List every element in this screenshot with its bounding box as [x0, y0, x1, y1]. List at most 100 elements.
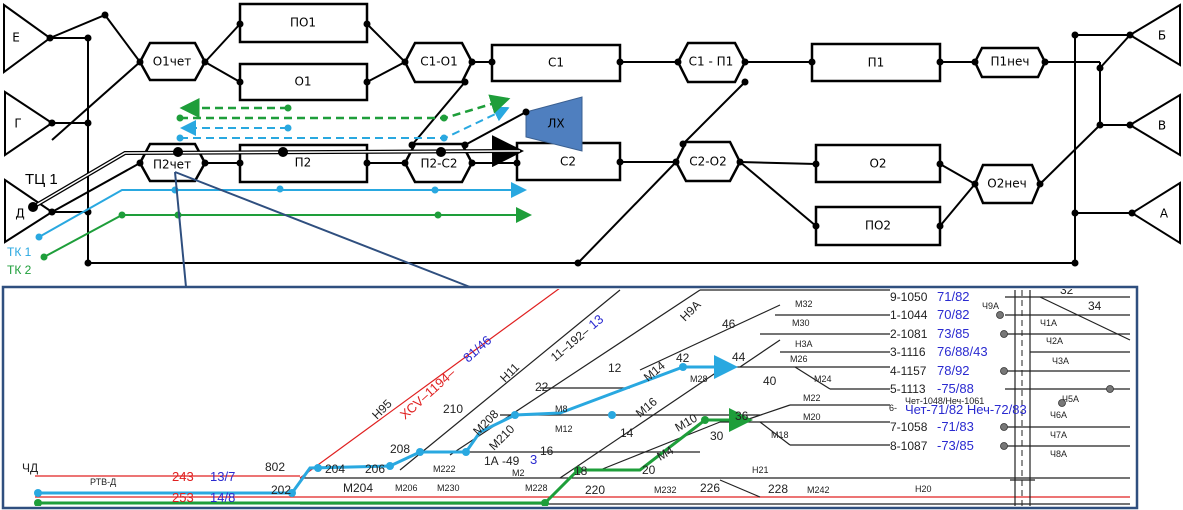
label: М206 [395, 483, 418, 493]
label: О2 [869, 157, 886, 171]
label: 30 [710, 429, 724, 443]
junction-dots [46, 11, 1136, 267]
neck-c2o2[interactable]: С2-О2 [674, 140, 742, 183]
track-row: 2-1081 73/85 [890, 326, 970, 341]
label: 73/85 [937, 326, 970, 341]
label: РТВ-Д [90, 477, 116, 487]
label: М222 [433, 464, 456, 474]
box-c1[interactable]: С1 [490, 43, 622, 83]
park-e[interactable]: Е [3, 3, 52, 74]
label: М232 [654, 485, 677, 495]
label: Ч3А [1052, 356, 1069, 366]
label: 16 [540, 444, 554, 458]
box-o2[interactable]: О2 [814, 143, 942, 184]
label: 208 [390, 442, 410, 456]
route-tk1[interactable]: ТК 1 [7, 106, 527, 259]
label: 7-1058 [890, 420, 928, 434]
label: М230 [437, 483, 460, 493]
label: -73/85 [937, 438, 974, 453]
label: 1А -49 [484, 454, 520, 468]
track-row: 8-1087-73/85 [890, 438, 974, 453]
label: Н20 [915, 484, 932, 494]
label: 12 [608, 361, 622, 375]
label: 6- [889, 403, 897, 413]
label: 14 [620, 426, 634, 440]
neck-o1chet[interactable]: О1чет [138, 41, 207, 82]
label: 253 [172, 490, 194, 505]
label: 32 [1060, 283, 1074, 297]
box-p1[interactable]: П1 [810, 42, 942, 83]
label: Д [15, 207, 24, 221]
neck-o2nech[interactable]: О2неч [973, 163, 1042, 205]
label: М2 [512, 468, 525, 478]
label: М228 [525, 483, 548, 493]
label: Чет-71/82 Неч-72/83 [905, 402, 1027, 417]
label: М26 [790, 354, 808, 364]
neck-c1p1[interactable]: С1 - П1 [676, 41, 747, 84]
label: 78/92 [937, 363, 970, 378]
label: 1-1044 [890, 308, 928, 322]
label: 226 [700, 481, 720, 495]
route-tk2[interactable]: ТК 2 [7, 94, 532, 277]
connections [49, 13, 1132, 264]
park-d[interactable]: Д [4, 178, 54, 244]
label: 20 [642, 463, 656, 477]
label: 2-1081 [890, 327, 928, 341]
label: В [1158, 119, 1166, 133]
park-b[interactable]: Б [1128, 3, 1181, 67]
label: С2 [560, 155, 576, 169]
label: Ч8А [1050, 449, 1067, 459]
label: П1неч [991, 55, 1030, 69]
label: 76/88/43 [937, 344, 988, 359]
tc1-label: ТЦ 1 [25, 171, 58, 188]
label: М204 [343, 481, 373, 495]
callout-lines [174, 171, 471, 288]
label: 210 [443, 402, 463, 416]
park-a[interactable]: А [1130, 181, 1181, 245]
box-po1[interactable]: ПО1 [238, 2, 369, 44]
label: Ч1А [1040, 318, 1057, 328]
label: 36 [735, 409, 749, 423]
label: ПО1 [290, 16, 316, 30]
track-row: 7-1058 -71/83 [890, 419, 974, 434]
label: Е [12, 31, 20, 45]
label: 42 [676, 351, 690, 365]
label: М22 [803, 393, 821, 403]
label: ЧД [22, 461, 38, 475]
neck-p1nech[interactable]: П1неч [973, 46, 1047, 79]
label: 22 [535, 380, 549, 394]
label: 13/7 [210, 469, 235, 484]
label: Ч6А [1050, 410, 1067, 420]
lh-block[interactable]: ЛХ [525, 96, 583, 152]
label: П2-С2 [420, 157, 457, 171]
box-po2[interactable]: ПО2 [814, 205, 942, 247]
label: М32 [795, 299, 813, 309]
park-g[interactable]: Г [4, 90, 54, 157]
neck-c1o1[interactable]: С1-О1 [403, 41, 474, 84]
tk2-label: ТК 2 [7, 263, 32, 277]
box-o1[interactable]: О1 [238, 62, 369, 102]
label: Ч5А [1062, 394, 1079, 404]
label: М12 [555, 424, 573, 434]
label: Г [14, 117, 21, 131]
box-c2[interactable]: С2 [515, 141, 622, 182]
label: Ч7А [1050, 430, 1067, 440]
label: О2неч [987, 177, 1026, 191]
label: -71/83 [937, 419, 974, 434]
label: С1 - П1 [689, 55, 734, 69]
label: О1чет [153, 55, 192, 69]
neck-p2chet[interactable]: П2чет [138, 142, 207, 183]
park-v[interactable]: В [1128, 93, 1181, 157]
label: 5-1113 [890, 382, 926, 396]
tk1-label: ТК 1 [7, 245, 32, 259]
label: С2-О2 [689, 155, 726, 169]
label: 34 [1088, 299, 1102, 313]
route-tc1[interactable]: ТЦ 1 [25, 135, 524, 212]
label: С1 [548, 56, 564, 70]
label: 206 [365, 462, 385, 476]
label: П1 [868, 56, 885, 70]
label: П2 [295, 156, 312, 170]
